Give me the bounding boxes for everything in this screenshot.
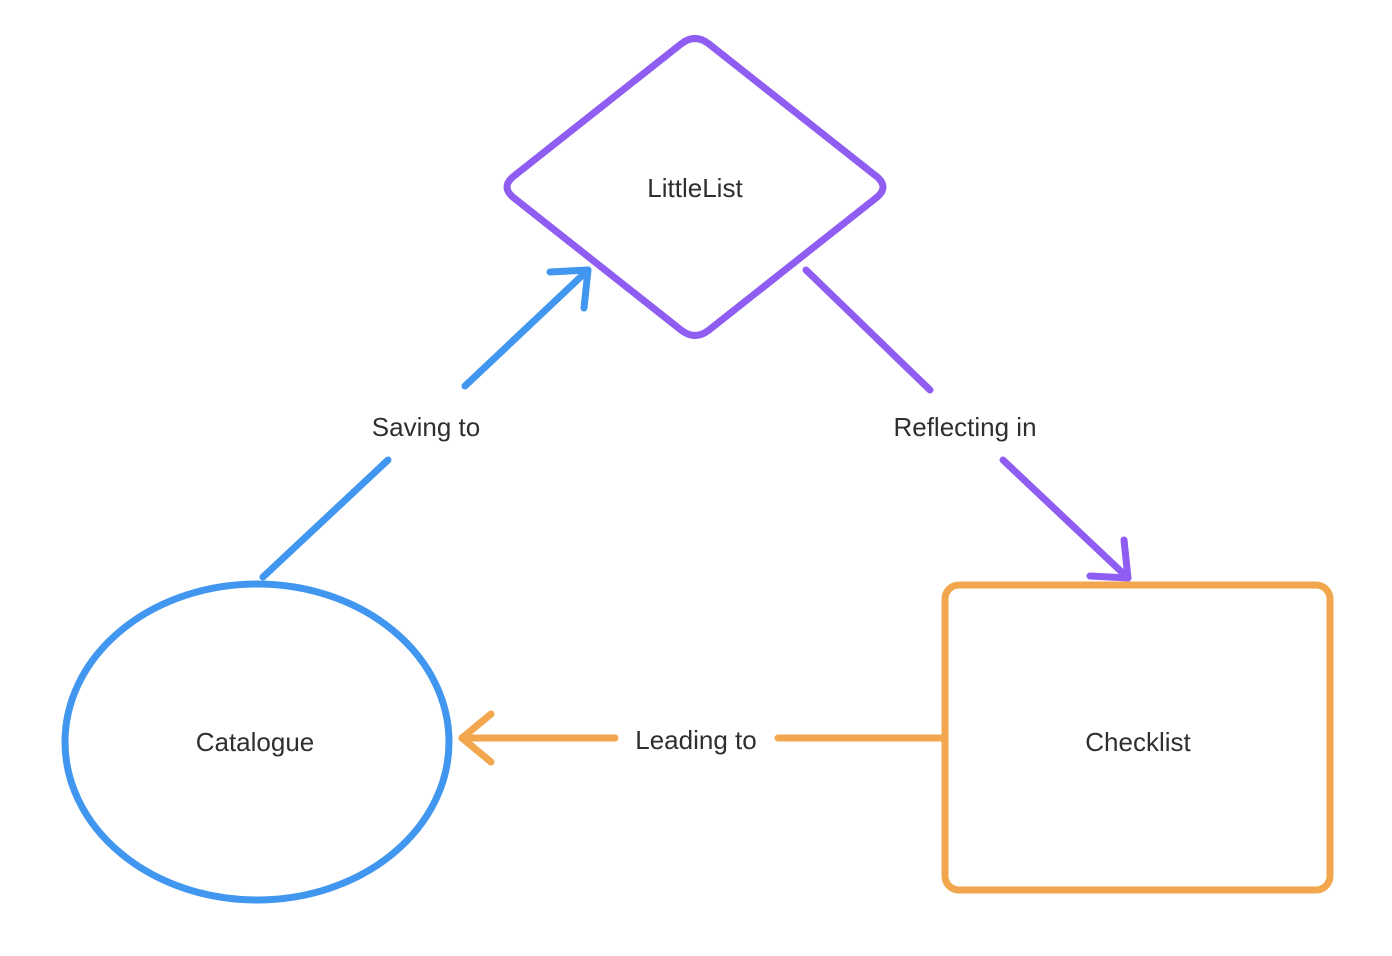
edge-line [461,266,592,390]
edge-arrowhead-icon [1086,536,1132,582]
edge-saving-to[interactable]: Saving to [259,266,592,581]
node-catalogue[interactable]: Catalogue [61,580,453,904]
edge-reflecting-in[interactable]: Reflecting in [802,266,1132,582]
edge-label: Leading to [635,725,756,755]
node-catalogue-shape [61,580,453,904]
edge-line [259,456,392,581]
edge-line [999,456,1132,582]
node-catalogue-label: Catalogue [196,727,315,757]
edge-leading-to[interactable]: Leading to [458,710,947,766]
edge-label: Reflecting in [893,412,1036,442]
node-checklist[interactable]: Checklist [941,581,1334,894]
edge-line [802,266,934,394]
node-littlelist[interactable]: LittleList [503,35,887,339]
node-checklist-shape [941,581,1334,894]
node-littlelist-shape [503,35,887,339]
edge-arrowhead-icon [546,266,592,312]
node-checklist-label: Checklist [1085,727,1191,757]
node-littlelist-label: LittleList [647,173,743,203]
edge-arrowhead-icon [458,710,495,766]
edge-label: Saving to [372,412,480,442]
